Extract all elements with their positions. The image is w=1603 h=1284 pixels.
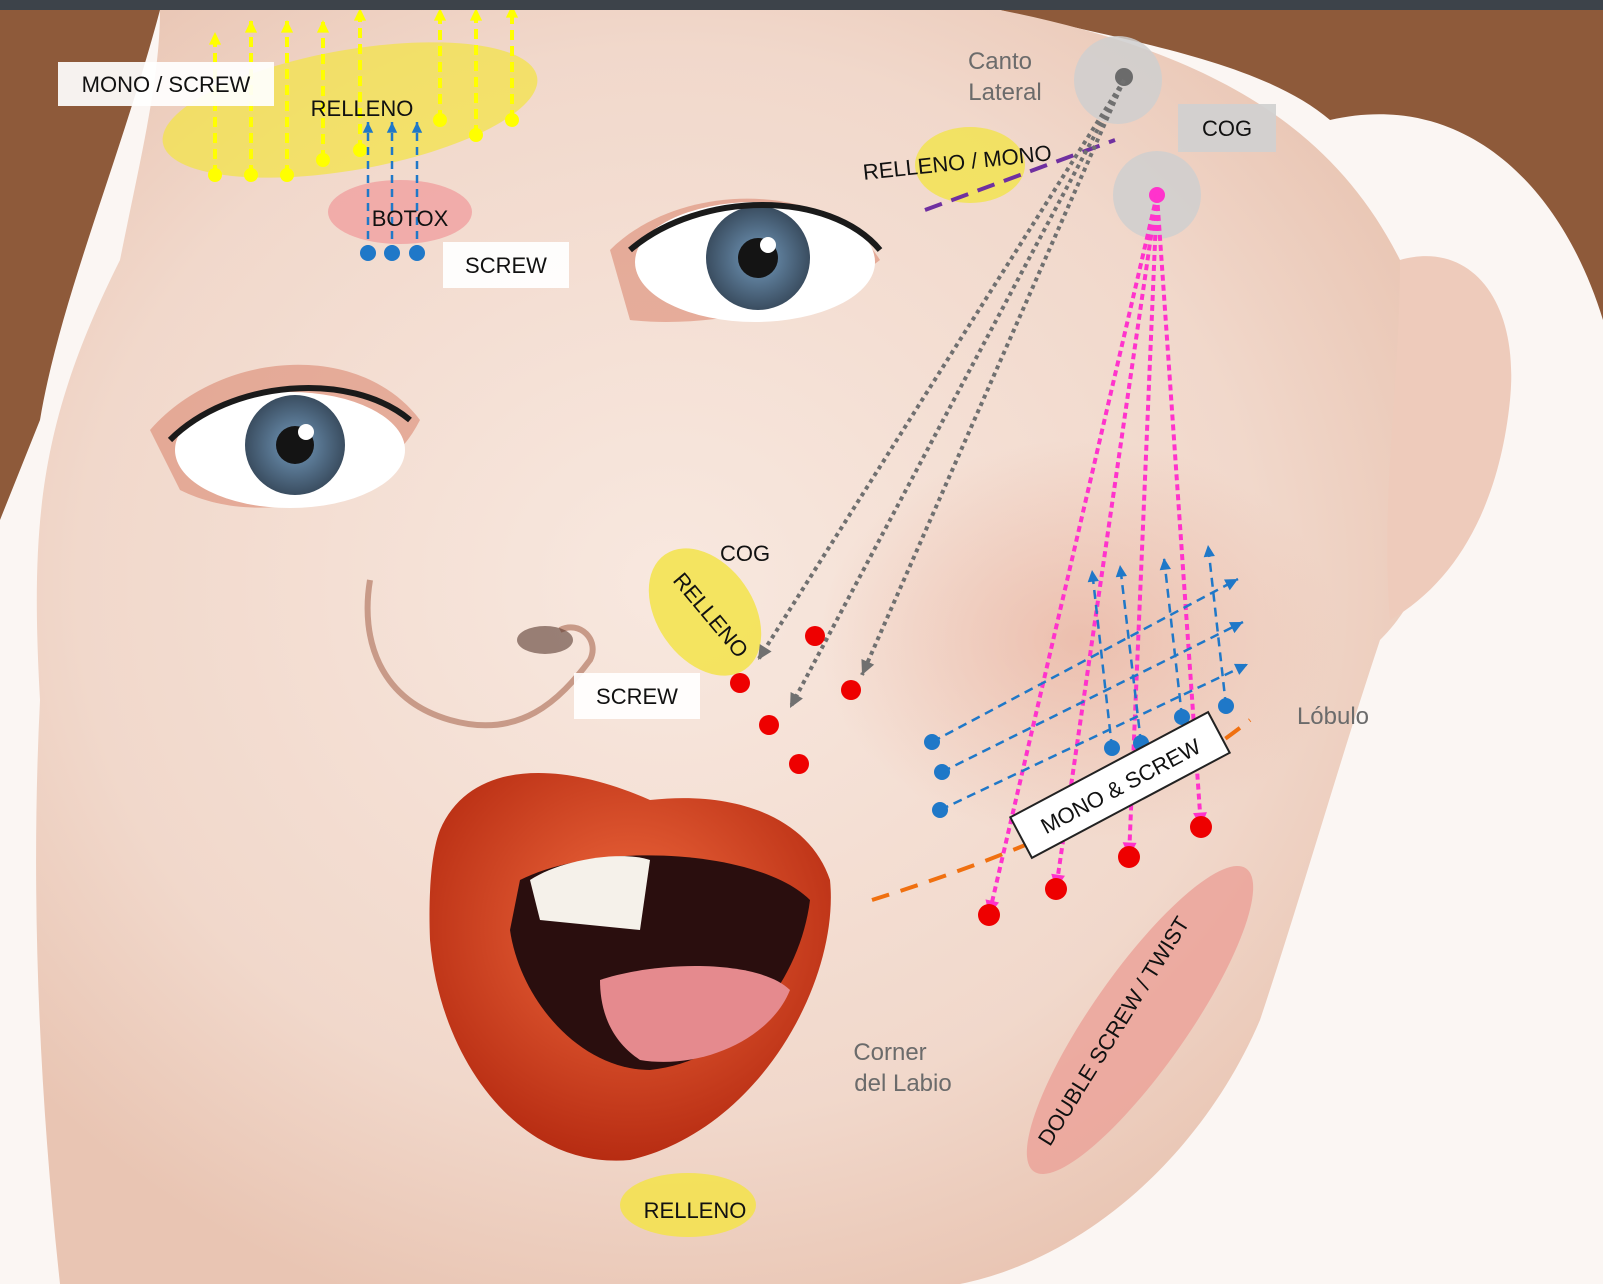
screw-glabella-label: SCREW	[465, 253, 547, 278]
vector-start-point-icon	[1218, 698, 1234, 714]
canto-lateral-label-2: Lateral	[968, 79, 1041, 106]
vector-start-point-icon	[316, 153, 330, 167]
vector-start-point-icon	[409, 245, 425, 261]
vector-start-point-icon	[469, 128, 483, 142]
vector-start-point-icon	[924, 734, 940, 750]
vector-start-point-icon	[208, 168, 222, 182]
red-point-icon	[1190, 816, 1212, 838]
relleno-chin-label: RELLENO	[644, 1198, 747, 1223]
mono-screw-forehead-label: MONO / SCREW	[82, 72, 251, 97]
screw-nose-label: SCREW	[596, 684, 678, 709]
red-point-icon	[789, 754, 809, 774]
relleno-forehead-label: RELLENO	[311, 96, 414, 121]
corner-label-1: Corner	[853, 1039, 926, 1066]
red-point-icon	[1045, 878, 1067, 900]
canto-lateral-label-1: Canto	[968, 48, 1032, 75]
vector-start-point-icon	[280, 168, 294, 182]
vector-start-point-icon	[360, 245, 376, 261]
top-bar	[0, 0, 1603, 10]
red-point-icon	[759, 715, 779, 735]
corner-label-2: del Labio	[854, 1070, 951, 1097]
vector-start-point-icon	[1104, 740, 1120, 756]
cog-temple-label: COG	[1202, 116, 1252, 141]
vector-start-point-icon	[932, 802, 948, 818]
face-photo	[0, 10, 1603, 1284]
vector-start-point-icon	[934, 764, 950, 780]
red-point-icon	[1118, 846, 1140, 868]
vector-start-point-icon	[505, 113, 519, 127]
red-point-icon	[805, 626, 825, 646]
vector-start-point-icon	[433, 113, 447, 127]
red-point-icon	[730, 673, 750, 693]
lobulo-label: Lóbulo	[1297, 703, 1369, 730]
vector-start-point-icon	[244, 168, 258, 182]
cog-nose-label: COG	[720, 541, 770, 566]
red-point-icon	[978, 904, 1000, 926]
vector-start-point-icon	[384, 245, 400, 261]
vector-start-point-icon	[353, 143, 367, 157]
red-point-icon	[841, 680, 861, 700]
botox-label: BOTOX	[372, 206, 449, 231]
